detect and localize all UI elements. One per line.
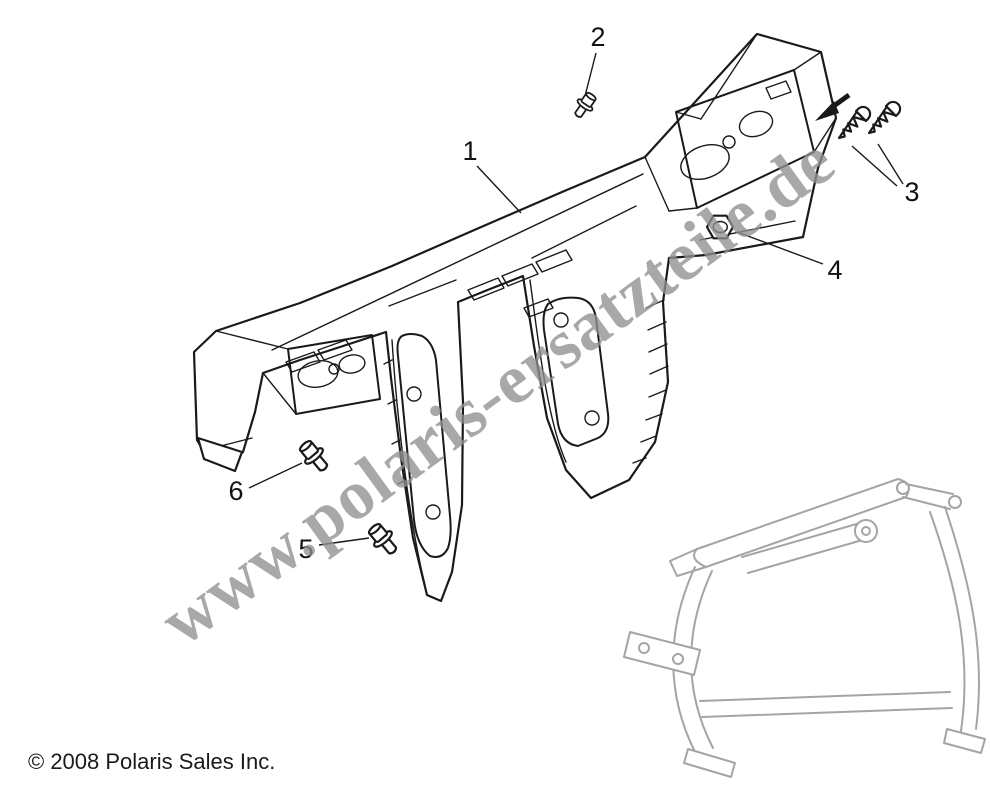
bumper-outline [192, 32, 838, 603]
frame-second-bar-upper [741, 522, 861, 558]
head-fold-line [668, 207, 698, 212]
callout-label-6: 6 [228, 476, 243, 506]
callout-leader-3a [877, 143, 904, 185]
callout-label-5: 5 [298, 534, 313, 564]
frame-second-bar-lower [747, 538, 867, 574]
taillight-opening-right [675, 69, 815, 209]
rib-line [632, 299, 669, 464]
lamp-hole-large [297, 360, 339, 388]
beam-vent-slot [317, 339, 353, 361]
beam-vent-slot [535, 249, 573, 273]
lamp-hole-small [738, 110, 774, 138]
leg-top-edge [388, 279, 457, 307]
frame-top-tube-upper [696, 478, 899, 550]
frame-cross-tube-lower [701, 707, 953, 718]
leg-recess-panel [396, 333, 452, 558]
self-tapping-screw-item3a [832, 102, 875, 145]
leg-slot [523, 298, 554, 318]
callout-leader-3b [851, 145, 898, 187]
head-fold-line [700, 33, 758, 120]
beam-crease [531, 205, 637, 259]
frame-right-foot [943, 728, 986, 754]
vehicle-frame-reference [623, 478, 986, 778]
beam-vent-slot [501, 263, 539, 287]
callout-leader-6 [248, 462, 303, 489]
head-fold-line [215, 330, 289, 350]
callout-label-4: 4 [827, 255, 842, 285]
beam-crease [271, 173, 644, 351]
rib-line [383, 359, 407, 485]
frame-corner-gusset [669, 548, 707, 577]
rear-bumper-body [192, 32, 838, 603]
head-top-slot [765, 80, 792, 100]
mount-hole [406, 386, 422, 402]
flange-nut-hole [712, 220, 728, 234]
fastener-hole [722, 135, 736, 149]
fastener-hole [328, 363, 340, 375]
callout-leader-5 [318, 537, 370, 546]
frame-right-arm-upper [905, 483, 954, 495]
frame-bracket-hole [638, 642, 650, 654]
frame-right-arm-lower [902, 496, 951, 510]
callout-label-1: 1 [462, 136, 477, 166]
frame-bracket-hole [672, 653, 684, 665]
leg-window [542, 296, 610, 447]
left-foot-tab [196, 436, 244, 473]
frame-top-tube-lower [705, 496, 907, 568]
frame-left-foot [683, 748, 736, 778]
frame-tube-endcap [693, 548, 707, 568]
head-fold-line [675, 111, 702, 120]
frame-right-leg-inner [944, 506, 980, 730]
lamp-hole-large [680, 144, 730, 180]
head-fold-line [813, 117, 837, 153]
frame-pivot-hole [861, 526, 871, 536]
leg-inner-contour [391, 339, 426, 586]
head-fold-line [793, 51, 822, 71]
callout-leader-1 [476, 165, 522, 214]
head-fold-line [262, 372, 297, 415]
callout-leader-4 [736, 231, 824, 265]
leg-inner-contour [529, 279, 567, 463]
assembly-direction-arrow-shaft [829, 92, 851, 111]
frame-pivot [854, 519, 878, 543]
taillight-opening-left [287, 334, 381, 415]
beam-vent-slot [467, 277, 505, 301]
mount-hole [584, 410, 600, 426]
mount-hole [553, 312, 569, 328]
self-tapping-screw-item3b [862, 97, 905, 140]
lamp-hole-small [338, 354, 366, 374]
mount-hole [425, 504, 441, 520]
callout-label-2: 2 [590, 22, 605, 52]
frame-cross-tube-upper [699, 691, 951, 702]
flange-nut-item4 [705, 214, 735, 240]
frame-bracket [623, 631, 701, 676]
frame-right-leg-outer [929, 511, 966, 732]
callout-leader-2 [584, 52, 597, 97]
callout-label-3: 3 [904, 177, 919, 207]
copyright-text: © 2008 Polaris Sales Inc. [28, 749, 275, 774]
head-fold-line [644, 156, 670, 212]
frame-arm-hole [948, 495, 962, 509]
